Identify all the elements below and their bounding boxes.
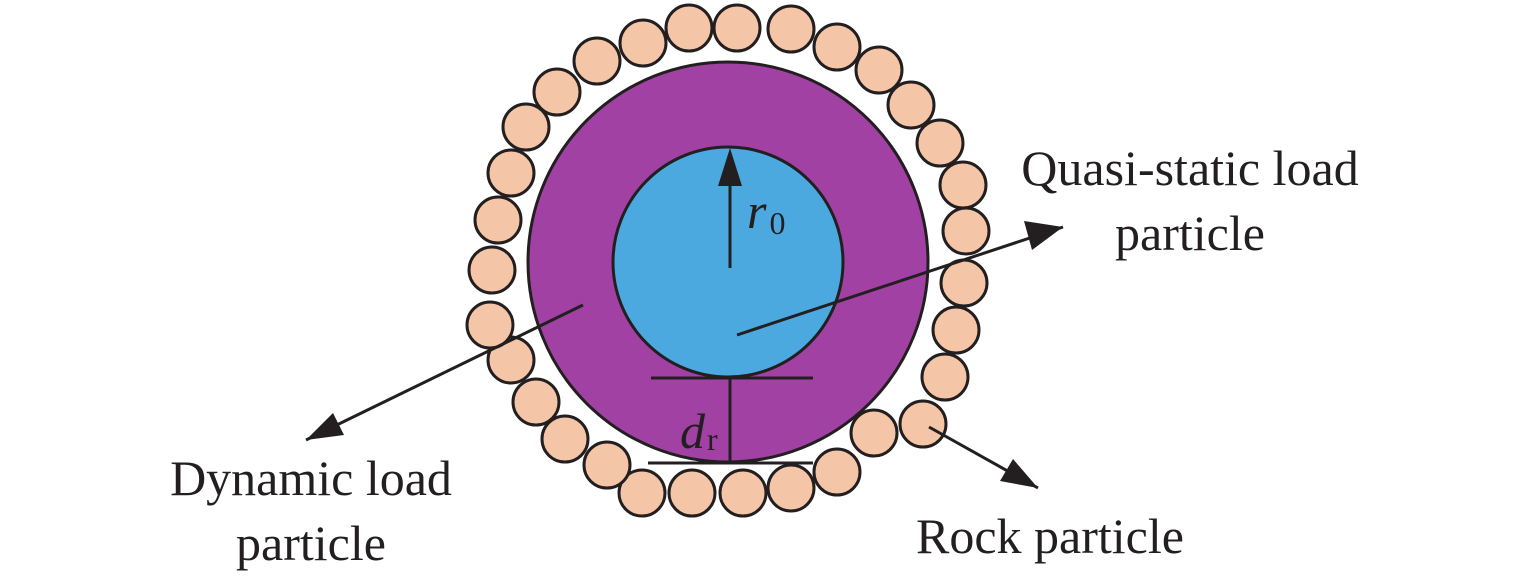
rock-particle bbox=[572, 36, 622, 86]
dynamic-leader-arrow bbox=[305, 303, 584, 442]
rock-label: Rock particle bbox=[916, 508, 1184, 564]
rock-particle bbox=[939, 258, 989, 308]
rock-particle bbox=[941, 206, 991, 256]
rock-particle bbox=[718, 468, 768, 518]
rock-particle bbox=[812, 22, 862, 72]
rock-particle bbox=[501, 102, 551, 152]
rock-particle bbox=[467, 245, 517, 295]
dynamic-label-line2: particle bbox=[236, 515, 386, 571]
rock-particle bbox=[931, 305, 981, 355]
rock-particle bbox=[667, 468, 717, 518]
thickness-dimension bbox=[648, 376, 813, 465]
rock-particle bbox=[511, 377, 561, 427]
rock-arrowhead-icon bbox=[1000, 459, 1038, 488]
radius-arrow bbox=[718, 148, 742, 268]
rock-particle bbox=[938, 160, 988, 210]
rock-particle bbox=[766, 463, 816, 513]
quasi-static-label-line1: Quasi-static load bbox=[1021, 140, 1358, 196]
dynamic-label-line1: Dynamic load bbox=[170, 450, 452, 506]
rock-particle bbox=[473, 195, 523, 245]
rock-particle bbox=[920, 352, 970, 402]
rock-particle bbox=[849, 408, 899, 458]
rock-particle bbox=[465, 300, 515, 350]
rock-particle bbox=[898, 399, 948, 449]
rock-particle bbox=[854, 45, 904, 95]
radius-arrowhead-icon bbox=[718, 148, 742, 186]
rock-particle bbox=[540, 414, 590, 464]
rock-particle bbox=[664, 3, 714, 53]
quasi-static-leader-arrow bbox=[736, 225, 1064, 337]
rock-particle bbox=[582, 440, 632, 490]
rock-particle bbox=[915, 118, 965, 168]
radius-symbol: r0 bbox=[747, 183, 785, 241]
rock-particle bbox=[766, 4, 816, 54]
rock-particle-ring bbox=[465, 3, 991, 518]
rock-particle bbox=[812, 447, 862, 497]
quasi-static-arrowhead-icon bbox=[1024, 221, 1063, 250]
rock-particle bbox=[617, 468, 667, 518]
rock-particle bbox=[618, 18, 668, 68]
thickness-symbol: dr bbox=[680, 403, 718, 459]
rock-particle bbox=[886, 80, 936, 130]
rock-particle bbox=[532, 67, 582, 117]
dynamic-arrowhead-icon bbox=[306, 413, 344, 440]
rock-particle bbox=[712, 3, 762, 53]
quasi-static-label-line2: particle bbox=[1115, 205, 1265, 261]
rock-particle bbox=[486, 148, 536, 198]
